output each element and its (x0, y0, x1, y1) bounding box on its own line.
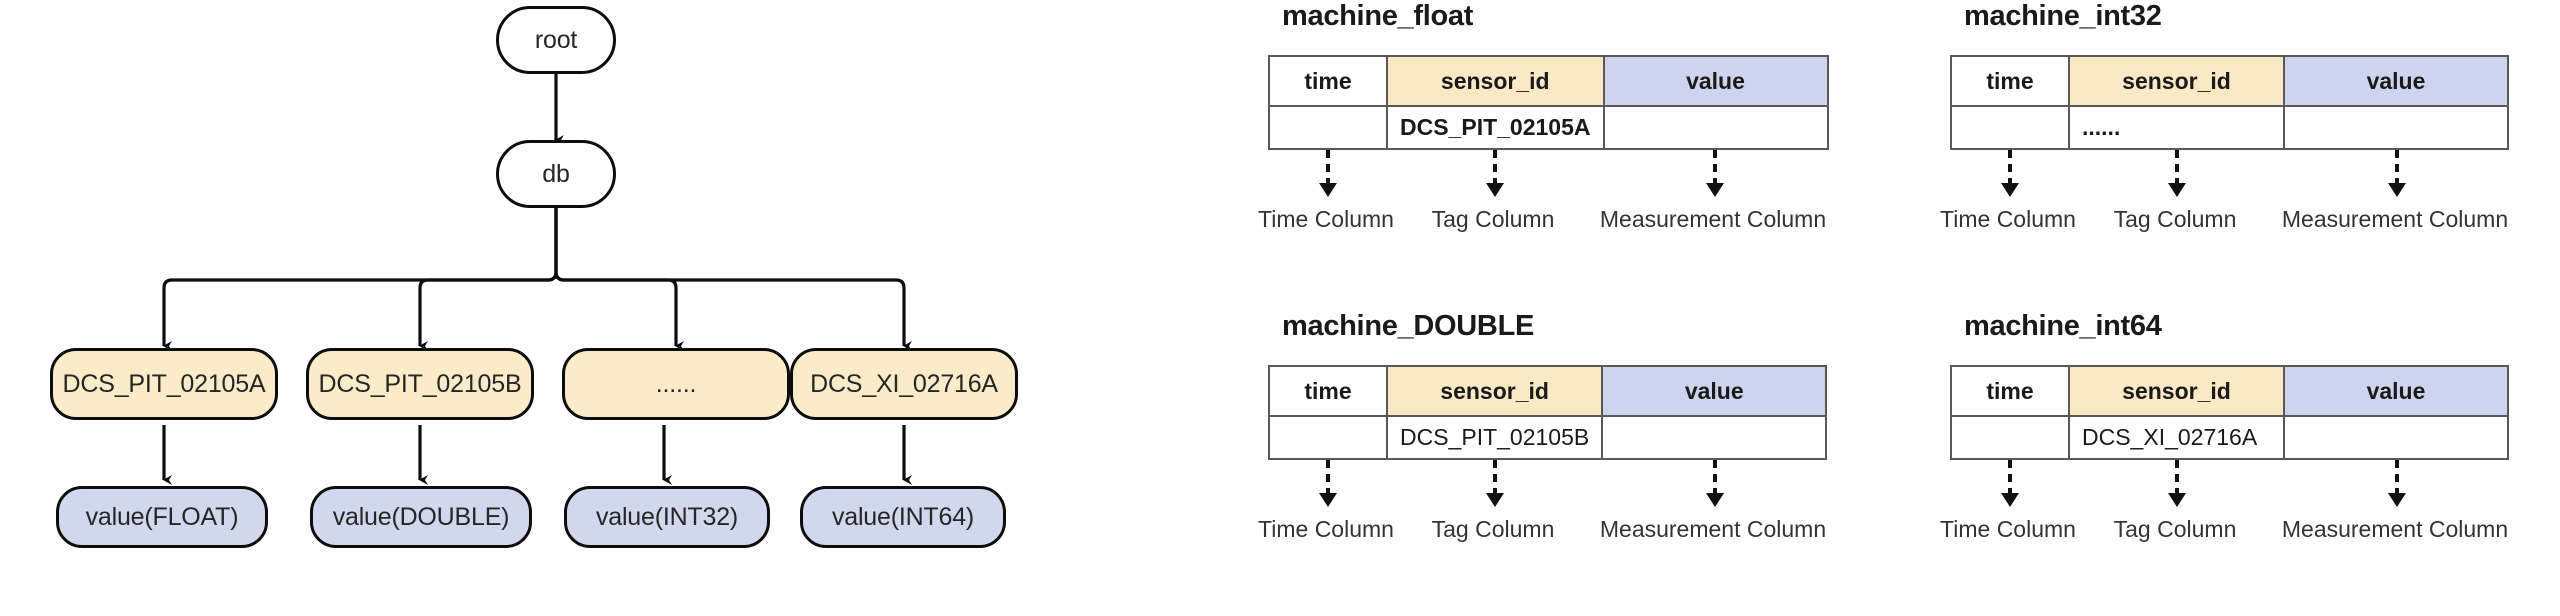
header-cell-sensor-id: sensor_id (2068, 55, 2285, 107)
header-cell-sensor-id: sensor_id (2068, 365, 2285, 417)
schema-table-machine-float: time sensor_id value DCS_PIT_02105A (1268, 55, 1829, 150)
tree-node-value-2-label: value(DOUBLE) (332, 502, 510, 531)
dashed-arrow-tag-icon (2168, 460, 2186, 507)
tree-node-db-label: db (542, 159, 570, 188)
annotation-label-time: Time Column (1258, 206, 1394, 232)
tree-connectors (162, 74, 912, 485)
table-title-machine-int32: machine_int32 (1964, 0, 2162, 32)
header-cell-time: time (1268, 55, 1388, 107)
tree-node-sensor-2-label: DCS_PIT_02105B (318, 369, 522, 398)
header-cell-value: value (2283, 55, 2509, 107)
header-cell-value: value (2283, 365, 2509, 417)
annotation-label-tag: Tag Column (1431, 206, 1555, 232)
dashed-arrow-time-icon (1319, 460, 1337, 507)
tree-node-value-3[interactable]: value(INT32) (564, 486, 770, 548)
header-cell-time: time (1950, 55, 2070, 107)
annotation-label-tag: Tag Column (2113, 206, 2237, 232)
schema-table-machine-double: time sensor_id value DCS_PIT_02105B (1268, 365, 1828, 460)
dashed-arrow-tag-icon (1486, 150, 1504, 197)
annotation-label-measurement: Measurement Column (2281, 206, 2509, 232)
annotation-label-measurement: Measurement Column (1599, 516, 1827, 542)
dashed-arrow-tag-icon (1486, 460, 1504, 507)
cell-sensor-id: ...... (2068, 105, 2285, 150)
tree-node-value-2[interactable]: value(DOUBLE) (310, 486, 532, 548)
annotation-row: Time Column Tag Column Measurement Colum… (1940, 460, 2509, 550)
cell-time (1950, 105, 2070, 150)
table-row: DCS_XI_02716A (1950, 415, 2509, 460)
dashed-arrow-time-icon (2001, 150, 2019, 197)
tree-node-value-1-label: value(FLOAT) (85, 502, 239, 531)
table-row: DCS_PIT_02105B (1268, 415, 1828, 460)
cell-value (1601, 415, 1828, 460)
annotation-label-time: Time Column (1940, 206, 2076, 232)
tree-node-sensor-4[interactable]: DCS_XI_02716A (790, 348, 1018, 420)
table-block-machine-double: machine_DOUBLE time sensor_id value DCS_… (1258, 310, 1828, 550)
cell-sensor-id: DCS_PIT_02105A (1386, 105, 1605, 150)
table-header-row: time sensor_id value (1950, 55, 2509, 107)
cell-value (1602, 105, 1829, 150)
tree-node-root-label: root (534, 25, 578, 54)
tree-node-root[interactable]: root (496, 6, 616, 74)
tree-node-sensor-4-label: DCS_XI_02716A (810, 369, 998, 398)
table-row: ...... (1950, 105, 2509, 150)
edge-db-sensor-2 (418, 207, 558, 351)
annotation-row: Time Column Tag Column Measurement Colum… (1940, 150, 2509, 240)
table-block-machine-float: machine_float time sensor_id value DCS_P… (1258, 0, 1829, 240)
cell-time (1268, 415, 1388, 460)
annotation-label-measurement: Measurement Column (1599, 206, 1827, 232)
dashed-arrow-measurement-icon (1706, 460, 1724, 507)
table-row: DCS_PIT_02105A (1268, 105, 1829, 150)
annotation-label-tag: Tag Column (2113, 516, 2237, 542)
table-header-row: time sensor_id value (1268, 365, 1828, 417)
annotation-label-tag: Tag Column (1431, 516, 1555, 542)
cell-value (2283, 415, 2509, 460)
tree-node-sensor-1-label: DCS_PIT_02105A (62, 369, 266, 398)
edge-db-sensor-4 (554, 207, 912, 351)
header-cell-sensor-id: sensor_id (1385, 365, 1604, 417)
cell-sensor-id: DCS_XI_02716A (2068, 415, 2285, 460)
header-cell-value: value (1602, 55, 1829, 107)
dashed-arrow-time-icon (2001, 460, 2019, 507)
table-block-machine-int64: machine_int64 time sensor_id value DCS_X… (1940, 310, 2509, 550)
edge-db-sensor-1 (162, 207, 558, 351)
annotation-label-time: Time Column (1940, 516, 2076, 542)
header-cell-time: time (1268, 365, 1388, 417)
annotation-row: Time Column Tag Column Measurement Colum… (1258, 460, 1827, 550)
dashed-arrow-time-icon (1319, 150, 1337, 197)
edge-db-sensor-3 (554, 207, 684, 351)
dashed-arrow-measurement-icon (2388, 150, 2406, 197)
header-cell-sensor-id: sensor_id (1386, 55, 1605, 107)
schema-table-machine-int64: time sensor_id value DCS_XI_02716A (1950, 365, 2509, 460)
annotation-row: Time Column Tag Column Measurement Colum… (1258, 150, 1829, 240)
tree-node-sensor-2[interactable]: DCS_PIT_02105B (306, 348, 534, 420)
table-title-machine-int64: machine_int64 (1964, 310, 2162, 342)
header-cell-time: time (1950, 365, 2070, 417)
annotation-label-time: Time Column (1258, 516, 1394, 542)
tree-node-db[interactable]: db (496, 140, 616, 208)
table-title-machine-float: machine_float (1282, 0, 1474, 32)
tree-node-value-4-label: value(INT64) (831, 502, 975, 531)
dashed-arrow-tag-icon (2168, 150, 2186, 197)
table-header-row: time sensor_id value (1950, 365, 2509, 417)
tree-panel: root db DCS_PIT_02105A DCS_PIT_02105B ..… (0, 0, 1180, 616)
table-header-row: time sensor_id value (1268, 55, 1829, 107)
table-block-machine-int32: machine_int32 time sensor_id value .....… (1940, 0, 2509, 240)
cell-value (2283, 105, 2509, 150)
tree-node-sensor-3[interactable]: ...... (562, 348, 790, 420)
tree-node-sensor-3-label: ...... (655, 369, 697, 398)
tree-node-value-3-label: value(INT32) (595, 502, 739, 531)
header-cell-value: value (1601, 365, 1828, 417)
annotation-label-measurement: Measurement Column (2281, 516, 2509, 542)
tree-node-sensor-1[interactable]: DCS_PIT_02105A (50, 348, 278, 420)
cell-sensor-id: DCS_PIT_02105B (1385, 415, 1604, 460)
schema-table-machine-int32: time sensor_id value ...... (1950, 55, 2509, 150)
tree-node-value-1[interactable]: value(FLOAT) (56, 486, 268, 548)
dashed-arrow-measurement-icon (2388, 460, 2406, 507)
table-title-machine-double: machine_DOUBLE (1282, 310, 1535, 342)
cell-time (1950, 415, 2070, 460)
dashed-arrow-measurement-icon (1706, 150, 1724, 197)
tree-node-value-4[interactable]: value(INT64) (800, 486, 1006, 548)
cell-time (1268, 105, 1388, 150)
